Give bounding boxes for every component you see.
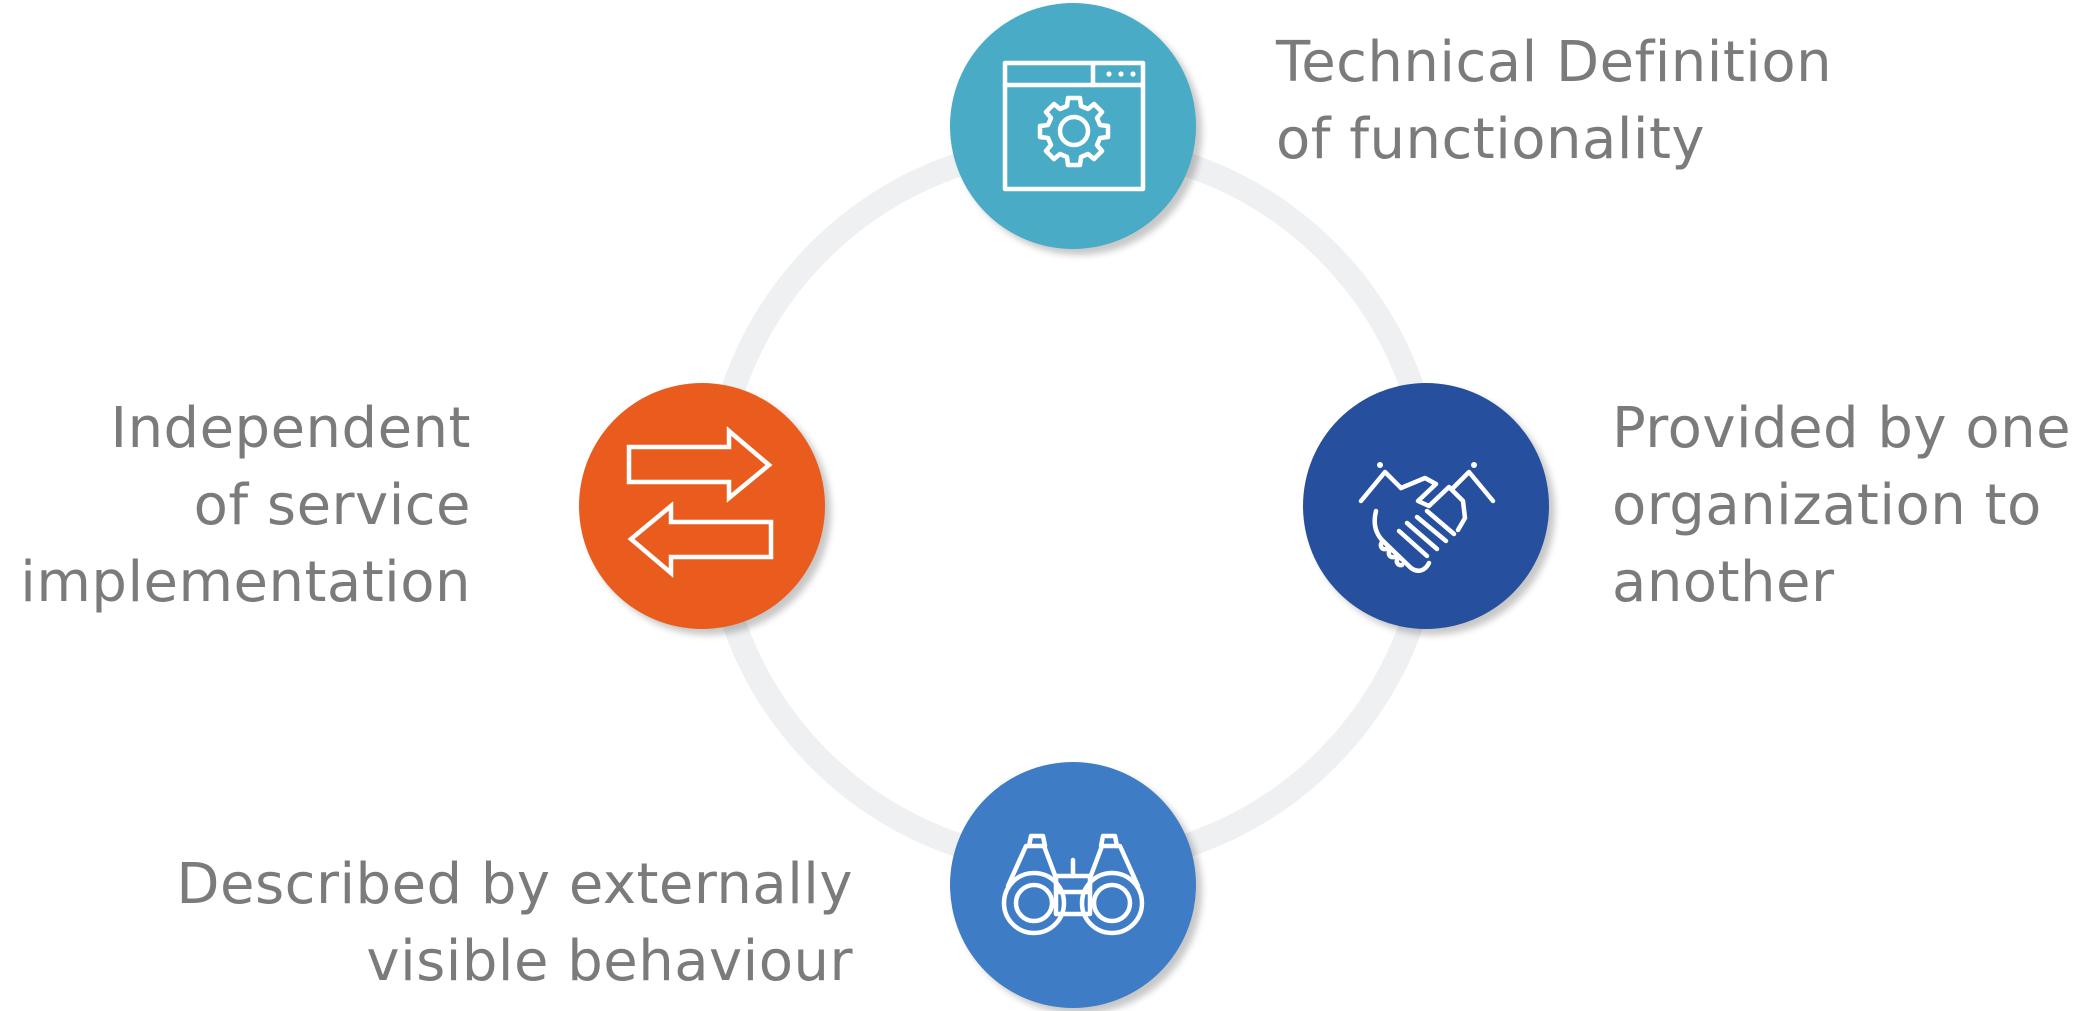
node-top — [950, 3, 1196, 249]
browser-settings-gear-icon — [1002, 60, 1146, 192]
label-top-line-1: Technical Definition — [1276, 30, 1833, 95]
handshake-icon — [1358, 462, 1496, 573]
label-top-line-2: of functionality — [1276, 107, 1706, 172]
label-left: Independent of service implementation — [20, 390, 471, 621]
label-right-line-1: Provided by one — [1612, 396, 2072, 461]
exchange-arrows-icon — [626, 426, 774, 578]
node-left — [579, 383, 825, 629]
label-top: Technical Definition of functionality — [1276, 24, 1832, 178]
label-bottom-line-1: Described by externally — [176, 852, 853, 917]
node-right — [1303, 383, 1549, 629]
binoculars-icon — [1001, 833, 1145, 936]
label-right-line-2: organization to — [1612, 473, 2042, 538]
label-right-line-3: another — [1612, 550, 1835, 615]
node-bottom — [950, 762, 1196, 1008]
label-bottom-line-2: visible behaviour — [366, 929, 853, 994]
label-left-line-2: of service — [193, 473, 471, 538]
label-left-line-1: Independent — [110, 396, 471, 461]
label-bottom: Described by externally visible behaviou… — [176, 846, 853, 1000]
label-left-line-3: implementation — [20, 550, 471, 615]
label-right: Provided by one organization to another — [1612, 390, 2071, 621]
